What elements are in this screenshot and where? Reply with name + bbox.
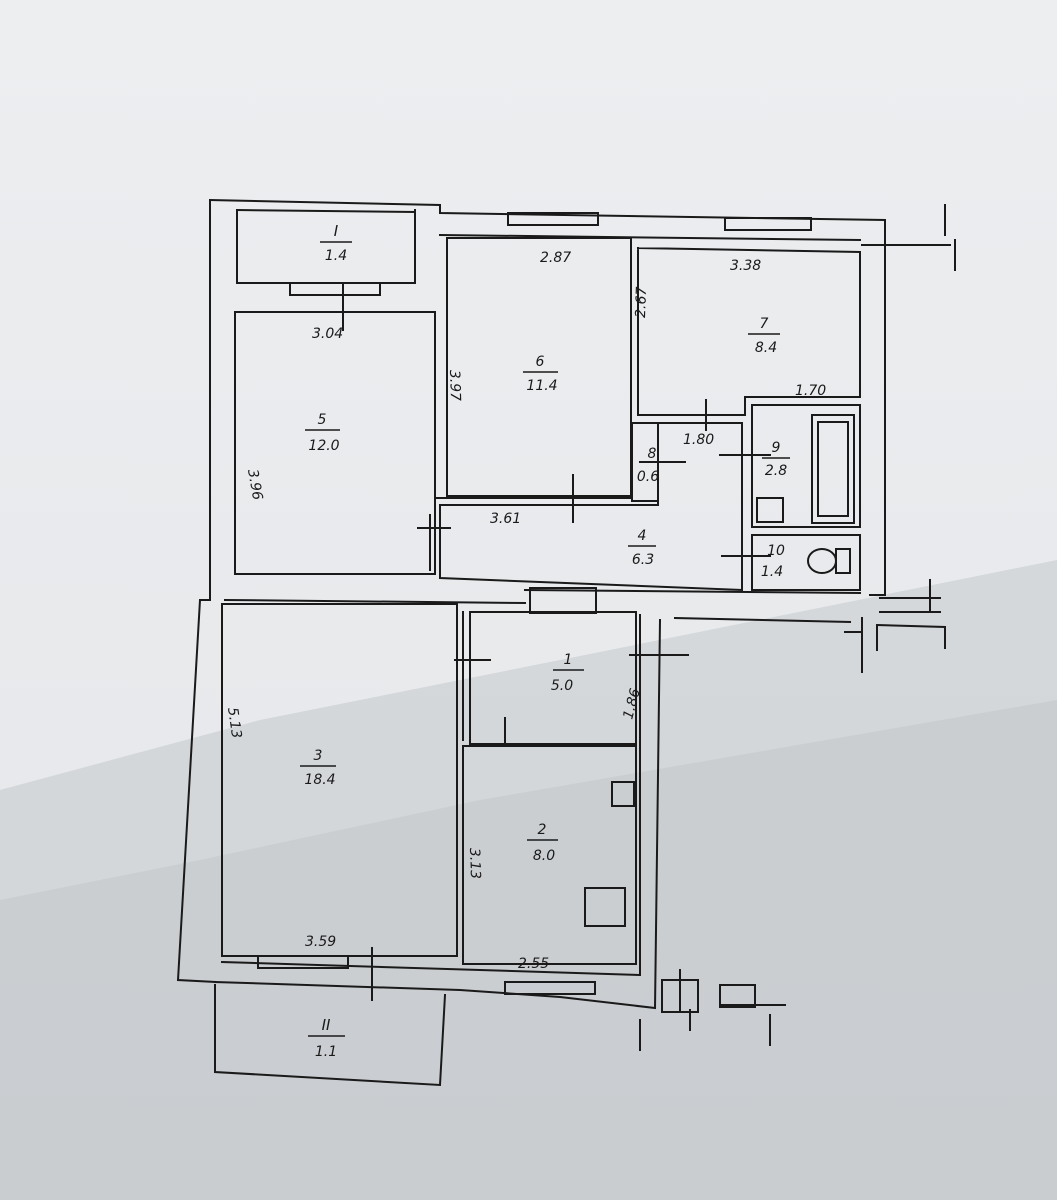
- room-1-num: 1: [564, 652, 573, 668]
- room-3-area: 18.4: [304, 772, 335, 788]
- dim-180: 1.80: [683, 432, 714, 448]
- dim-397: 3.97: [446, 370, 463, 402]
- room-7-area: 8.4: [755, 340, 777, 356]
- room-8-label: 8 0.6: [637, 446, 659, 485]
- balcony-I-label: I: [334, 222, 339, 240]
- window-balcony-I: [289, 282, 381, 296]
- room-8-num: 8: [648, 446, 657, 462]
- shaft-2: [719, 984, 756, 1008]
- dim-170: 1.70: [795, 383, 826, 399]
- dim-186: 1.86: [620, 687, 644, 721]
- bathtub-inner: [817, 421, 849, 517]
- balcony-II-label: II: [322, 1016, 331, 1034]
- balcony-I-area: 1.4: [325, 248, 347, 264]
- room-10-area: 1.4: [761, 564, 783, 580]
- right-corridor-wall: [869, 244, 886, 596]
- room-5-label: 5 12.0: [305, 412, 340, 454]
- room-7-label: 7 8.4: [748, 316, 780, 356]
- room-6-area: 11.4: [526, 378, 557, 394]
- balcony-window-top: [235, 208, 417, 214]
- window-room-3: [257, 955, 349, 969]
- right-wall-lower: [653, 618, 662, 1010]
- room-7-outline: [636, 246, 861, 416]
- window-room-2: [504, 981, 596, 995]
- room-2-label: 2 8.0: [527, 822, 558, 864]
- dim-361: 3.61: [490, 511, 521, 527]
- room-4-area: 6.3: [632, 552, 654, 568]
- room-2-outline: [462, 745, 637, 965]
- room-10-label: 10 1.4: [761, 543, 785, 580]
- room-6-num: 6: [536, 354, 545, 370]
- corridor-wall-right: [673, 616, 852, 624]
- window-room-7: [724, 217, 812, 231]
- stair-mark-6: [875, 623, 946, 649]
- outer-wall-bottom: [213, 980, 657, 1010]
- room-3-label: 3 18.4: [300, 748, 336, 788]
- room-7-num: 7: [760, 316, 769, 332]
- dim-396: 3.96: [244, 468, 265, 502]
- mid-wall-left: [223, 598, 527, 605]
- room-9-outline: [751, 404, 861, 528]
- room-9-area: 2.8: [765, 463, 787, 479]
- dim-304: 3.04: [312, 326, 343, 342]
- outer-wall-top: [208, 198, 886, 246]
- dim-313: 3.13: [466, 848, 483, 880]
- room-10-num: 10: [767, 543, 785, 559]
- room-2-area: 8.0: [533, 848, 555, 864]
- toilet-tank: [835, 548, 851, 574]
- balcony-II-area: 1.1: [315, 1044, 337, 1060]
- dim-359: 3.59: [305, 934, 336, 950]
- room-8-area: 0.6: [637, 469, 659, 485]
- room-5-outline: [234, 311, 436, 575]
- dim-255: 2.55: [518, 956, 549, 972]
- room-6-label: 6 11.4: [523, 354, 558, 394]
- mid-wall-right: [523, 588, 862, 595]
- room-1-outline: [469, 611, 637, 745]
- dim-513: 5.13: [224, 706, 244, 739]
- dim-287: 2.87: [540, 250, 571, 266]
- plan-lines: [176, 198, 956, 1087]
- room-3-num: 3: [314, 748, 323, 764]
- balcony-II-outline: [214, 984, 447, 1087]
- dim-338: 3.38: [730, 258, 761, 274]
- shadow-region: [0, 560, 1057, 1200]
- bottom-inner-wall: [220, 960, 642, 977]
- room-6-outline: [446, 237, 632, 497]
- top-wall-inner: [438, 233, 862, 242]
- room-9-label: 9 2.8: [762, 440, 790, 479]
- room-1-label: 1 5.0: [551, 652, 584, 694]
- room-5-area: 12.0: [308, 438, 339, 454]
- room-10-outline: [751, 534, 861, 591]
- room-9-num: 9: [772, 440, 781, 456]
- room-2-num: 2: [538, 822, 547, 838]
- room-4-label: 4 6.3: [628, 528, 656, 568]
- bathtub: [811, 414, 855, 524]
- outer-wall-left: [176, 199, 217, 984]
- room-5-num: 5: [318, 412, 327, 428]
- sink-2: [611, 781, 635, 807]
- room-4-num: 4: [638, 528, 647, 544]
- dim-267: 2.67: [633, 286, 650, 318]
- stove: [584, 887, 626, 927]
- room-4-outline: [439, 422, 743, 592]
- sink-9: [756, 497, 784, 523]
- room-1-area: 5.0: [551, 678, 573, 694]
- window-room-6: [507, 212, 599, 226]
